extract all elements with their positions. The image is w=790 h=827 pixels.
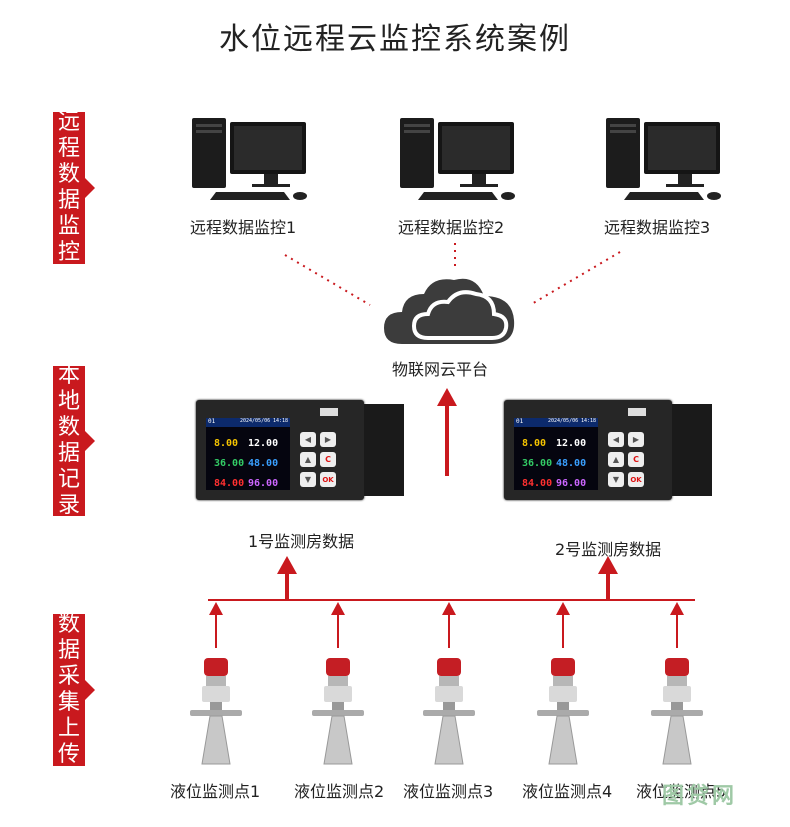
sensor-label: 液位监测点2	[294, 782, 385, 801]
up-button[interactable]: ▲	[608, 452, 624, 467]
screen-header-time: 14:18	[580, 418, 596, 424]
usb-port	[628, 408, 646, 416]
radar-sensor-icon	[651, 658, 703, 765]
radar-level-sensor-5	[647, 656, 707, 772]
radar-sensor-icon	[190, 658, 242, 765]
desktop-computer-icon	[192, 118, 307, 200]
recorder-side-panel	[672, 404, 712, 496]
channel-value: 12.00	[556, 438, 587, 449]
recorder-label: 1号监测房数据	[248, 532, 355, 551]
screen-header-left: 01	[208, 418, 216, 425]
sensor-upload-arrow	[442, 602, 456, 648]
section-label-local: 本地数据记录	[53, 363, 95, 518]
computer-label: 远程数据监控2	[398, 218, 505, 237]
computer-3: 远程数据监控3	[604, 116, 734, 237]
screen-header-time: 14:18	[272, 418, 288, 424]
radar-sensor-icon	[537, 658, 589, 765]
left-button[interactable]: ◀	[608, 432, 624, 447]
section-label-collect: 数据采集上传	[53, 612, 95, 767]
computer-label: 远程数据监控3	[604, 218, 711, 237]
radar-level-sensor-1	[186, 656, 246, 772]
sensor-upload-arrow	[556, 602, 570, 648]
channel-value: 96.00	[248, 478, 279, 489]
radar-sensor-icon	[312, 658, 364, 765]
sensor-label: 液位监测点4	[522, 782, 613, 801]
up-button[interactable]: ▲	[300, 452, 316, 467]
radar-level-sensor-4	[533, 656, 593, 772]
left-button[interactable]: ◀	[300, 432, 316, 447]
upload-arrow-2	[598, 556, 618, 600]
computer-1: 远程数据监控1	[190, 116, 320, 237]
screen-header-date: 2024/05/06	[548, 418, 579, 424]
down-button[interactable]: ▼	[608, 472, 624, 487]
c-button[interactable]: C	[320, 452, 336, 467]
sensor-upload-arrow	[209, 602, 223, 648]
ok-button[interactable]: OK	[320, 472, 336, 487]
radar-level-sensor-3	[419, 656, 479, 772]
dotted-link-1	[284, 254, 371, 306]
section-label-remote: 远程数据监控	[53, 110, 95, 265]
channel-value: 8.00	[522, 438, 547, 449]
cloud-icon	[384, 278, 515, 344]
recorder-side-panel	[364, 404, 404, 496]
page-title: 水位远程云监控系统案例	[219, 22, 571, 57]
c-button[interactable]: C	[628, 452, 644, 467]
sensor-label: 液位监测点5	[636, 782, 727, 801]
usb-port	[320, 408, 338, 416]
channel-value: 96.00	[556, 478, 587, 489]
channel-value: 48.00	[556, 458, 587, 469]
channel-value: 84.00	[522, 478, 553, 489]
sensor-label: 液位监测点1	[170, 782, 261, 801]
ok-button[interactable]: OK	[628, 472, 644, 487]
sensor-upload-arrow	[670, 602, 684, 648]
recorder-label: 2号监测房数据	[555, 540, 662, 559]
computer-2: 远程数据监控2	[398, 116, 528, 237]
right-button[interactable]: ▶	[628, 432, 644, 447]
watermark: 图贷网	[662, 784, 738, 809]
screen-header-left: 01	[516, 418, 524, 425]
desktop-computer-icon	[400, 118, 515, 200]
screen-header-date: 2024/05/06	[240, 418, 271, 424]
radar-level-sensor-2	[308, 656, 368, 772]
channel-value: 36.00	[214, 458, 245, 469]
upload-arrow-1	[277, 556, 297, 600]
dotted-link-3	[529, 251, 621, 306]
right-button[interactable]: ▶	[320, 432, 336, 447]
sensor-upload-arrow	[331, 602, 345, 648]
radar-sensor-icon	[423, 658, 475, 765]
channel-value: 48.00	[248, 458, 279, 469]
upload-arrow-center	[437, 388, 457, 476]
computer-label: 远程数据监控1	[190, 218, 297, 237]
desktop-computer-icon	[606, 118, 721, 200]
sensor-label: 液位监测点3	[403, 782, 494, 801]
channel-value: 12.00	[248, 438, 279, 449]
channel-value: 84.00	[214, 478, 245, 489]
channel-value: 36.00	[522, 458, 553, 469]
channel-value: 8.00	[214, 438, 239, 449]
down-button[interactable]: ▼	[300, 472, 316, 487]
cloud-label: 物联网云平台	[392, 360, 489, 379]
